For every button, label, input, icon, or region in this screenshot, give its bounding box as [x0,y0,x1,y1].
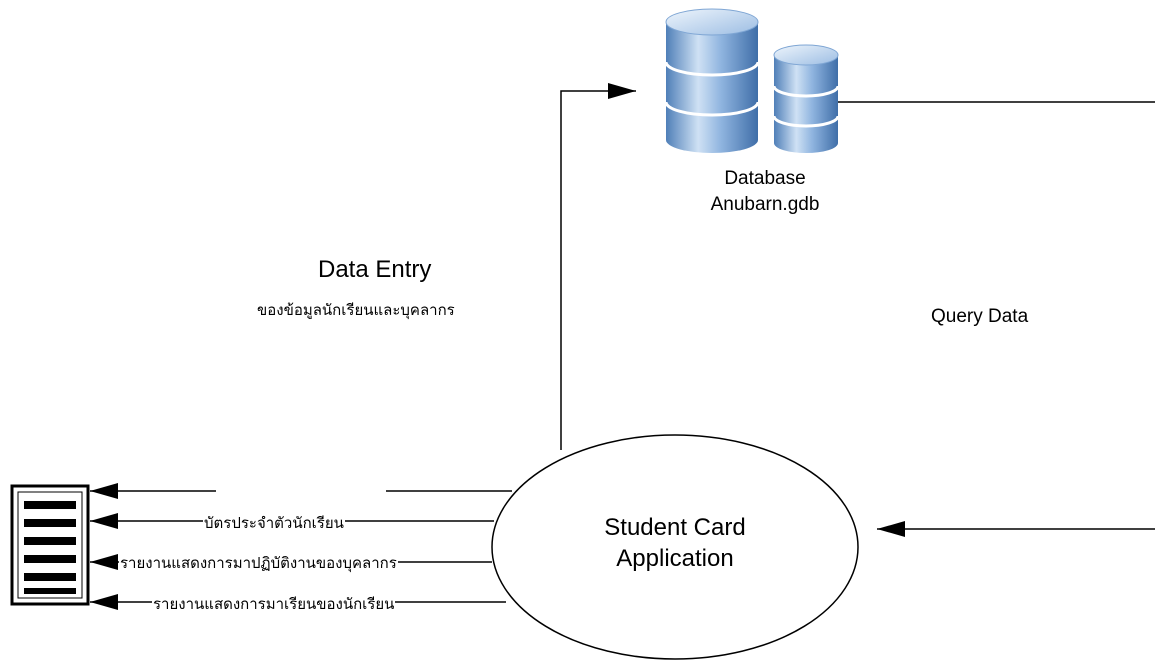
database-label-line2: Anubarn.gdb [710,194,820,215]
output-label-student-card: บัตรประจำตัวนักเรียน [203,511,345,535]
data-entry-subtitle: ของข้อมูลนักเรียนและบุคลากร [257,301,455,319]
data-entry-flow-arrow [560,83,636,450]
database-label-line1: Database [724,168,806,189]
data-entry-title: Data Entry [318,256,432,283]
output-label-staff-attendance: รายงานแสดงการมาปฏิบัติงานของบุคลากร [119,551,398,575]
database-icon [664,8,840,153]
database-cylinder-large [664,8,760,153]
query-data-label: Query Data [931,306,1029,327]
output-label-student-attendance: รายงานแสดงการมาเรียนของนักเรียน [152,592,396,616]
process-label: Student Card Application [555,512,795,574]
database-cylinder-small [772,44,840,153]
database-label: Database Anubarn.gdb [690,166,840,218]
report-document-icon [10,484,90,606]
process-label-line2: Application [616,545,734,572]
student-card-process [491,434,859,660]
process-label-line1: Student Card [604,514,746,541]
